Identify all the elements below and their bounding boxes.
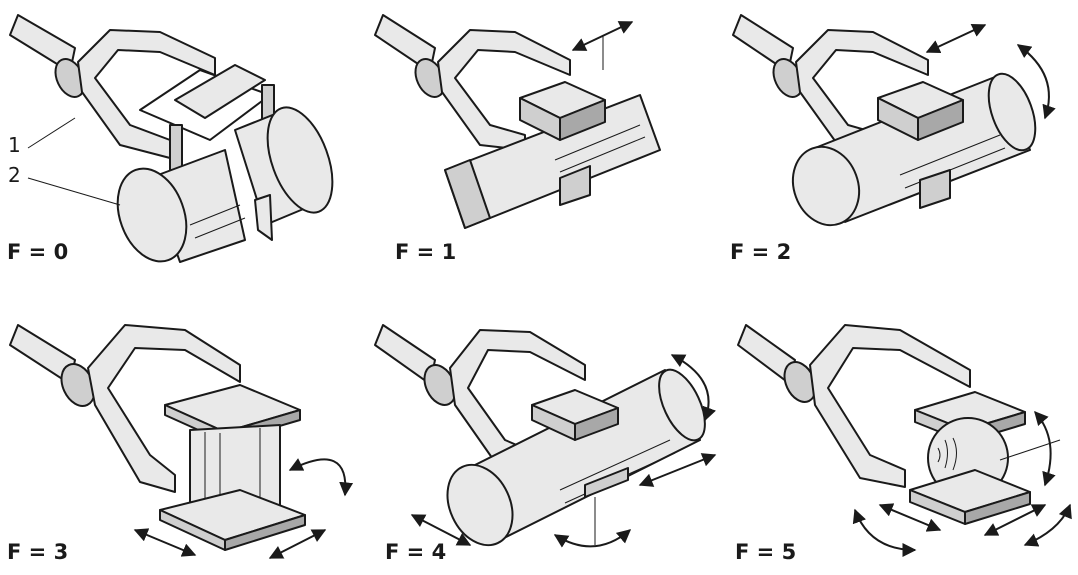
panel-f3-drawing <box>9 324 354 559</box>
panel-f1-drawing <box>374 14 661 229</box>
panel-f2-drawing <box>732 14 1056 227</box>
callout-line-2 <box>27 177 121 206</box>
panel-label-f3: F = 3 <box>7 540 69 564</box>
panel-f0-drawing <box>9 14 334 263</box>
panel-label-f4: F = 4 <box>385 540 447 564</box>
panel-label-f5: F = 5 <box>735 540 797 564</box>
callout-line-1 <box>27 117 76 149</box>
panel-label-f2: F = 2 <box>730 240 792 264</box>
panel-f5-drawing <box>737 324 1072 557</box>
panel-label-f1: F = 1 <box>395 240 457 264</box>
callout-1: 1 <box>8 133 21 157</box>
panel-label-f0: F = 0 <box>7 240 69 264</box>
panel-f4-drawing <box>374 324 717 548</box>
callout-2: 2 <box>8 163 21 187</box>
